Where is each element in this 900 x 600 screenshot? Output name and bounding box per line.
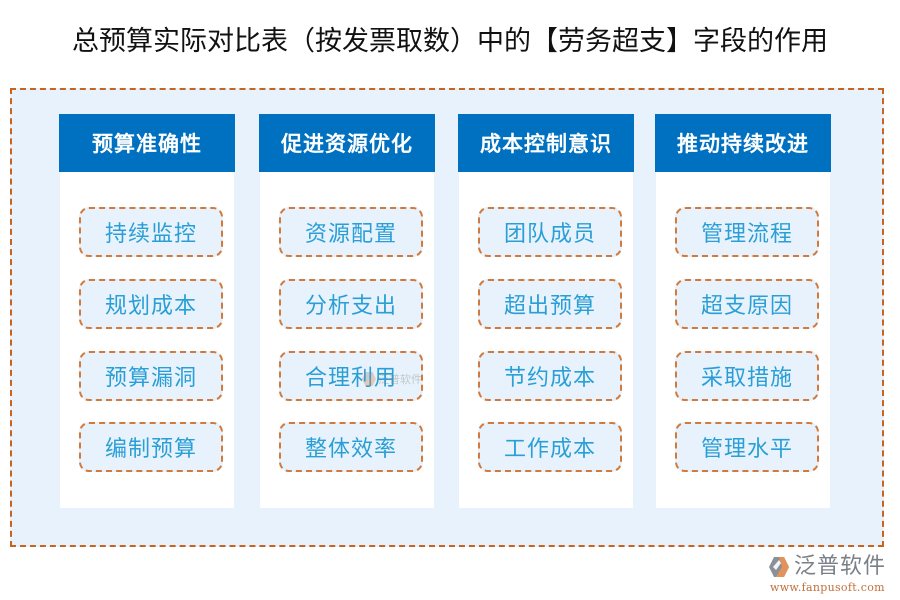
column-body: 资源配置 分析支出 合理利用 整体效率 — [260, 172, 434, 508]
item-box: 持续监控 — [79, 207, 223, 257]
brand-url: www.fanpusoft.com — [770, 581, 885, 594]
item-box: 团队成员 — [478, 207, 622, 257]
item-box: 管理流程 — [675, 207, 819, 257]
column-body: 管理流程 超支原因 采取措施 管理水平 — [656, 172, 830, 508]
item-box: 管理水平 — [675, 422, 819, 472]
item-box: 节约成本 — [478, 351, 622, 401]
item-box: 采取措施 — [675, 351, 819, 401]
item-box: 整体效率 — [279, 422, 423, 472]
column-body: 持续监控 规划成本 预算漏洞 编制预算 — [60, 172, 234, 508]
item-box: 工作成本 — [478, 422, 622, 472]
column-cost-control-awareness: 成本控制意识 团队成员 超出预算 节约成本 工作成本 — [458, 114, 634, 508]
item-box: 合理利用 — [279, 351, 423, 401]
column-budget-accuracy: 预算准确性 持续监控 规划成本 预算漏洞 编制预算 — [59, 114, 235, 508]
column-header: 推动持续改进 — [655, 114, 831, 172]
item-box: 超支原因 — [675, 279, 819, 329]
column-header: 成本控制意识 — [458, 114, 634, 172]
item-box: 规划成本 — [79, 279, 223, 329]
item-box: 超出预算 — [478, 279, 622, 329]
fanpu-hexagon-logo-icon — [768, 556, 790, 578]
item-box: 资源配置 — [279, 207, 423, 257]
brand-name: 泛普软件 — [794, 554, 887, 579]
item-box: 编制预算 — [79, 422, 223, 472]
item-box: 分析支出 — [279, 279, 423, 329]
column-continuous-improvement: 推动持续改进 管理流程 超支原因 采取措施 管理水平 — [655, 114, 831, 508]
item-box: 预算漏洞 — [79, 351, 223, 401]
column-resource-optimization: 促进资源优化 资源配置 分析支出 合理利用 整体效率 — [259, 114, 435, 508]
diagram-title: 总预算实际对比表（按发票取数）中的【劳务超支】字段的作用 — [72, 26, 828, 57]
column-body: 团队成员 超出预算 节约成本 工作成本 — [459, 172, 633, 508]
brand-logo: 泛普软件 www.fanpusoft.com — [768, 553, 894, 597]
column-header: 预算准确性 — [59, 114, 235, 172]
column-header: 促进资源优化 — [259, 114, 435, 172]
